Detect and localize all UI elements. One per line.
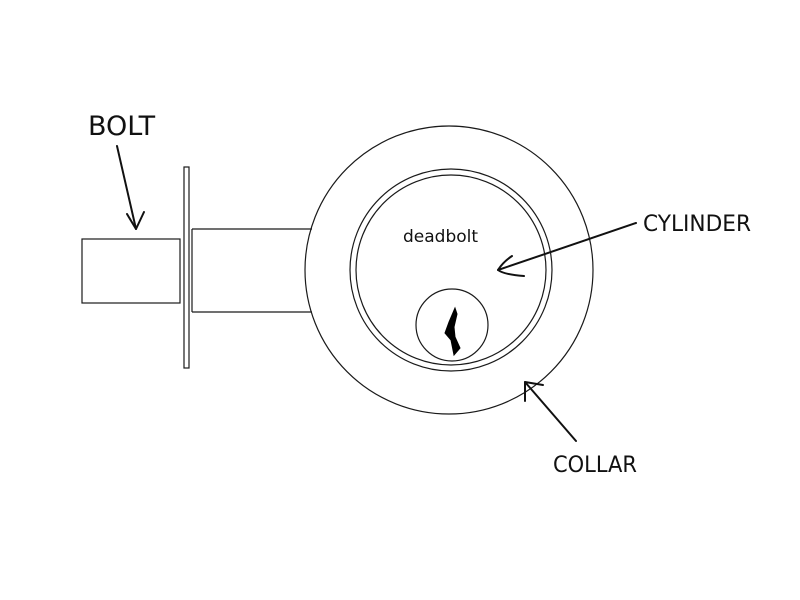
bolt-arrow	[116, 145, 145, 230]
housing-tube	[191, 228, 312, 313]
cylinder-inner-ring	[355, 174, 547, 366]
collar-arrow	[524, 381, 577, 442]
cylinder-outer-ring	[349, 168, 553, 372]
bolt-body	[81, 238, 181, 304]
cylinder-label: CYLINDER	[643, 212, 751, 237]
collar-ring	[304, 125, 594, 415]
bolt-label: BOLT	[88, 111, 156, 142]
keyhole-ring	[415, 288, 489, 362]
keyway-icon	[444, 306, 461, 357]
cylinder-arrow	[497, 222, 637, 277]
face-plate	[183, 166, 190, 369]
collar-label: COLLAR	[553, 453, 637, 478]
cylinder-face-label: deadbolt	[403, 227, 478, 247]
